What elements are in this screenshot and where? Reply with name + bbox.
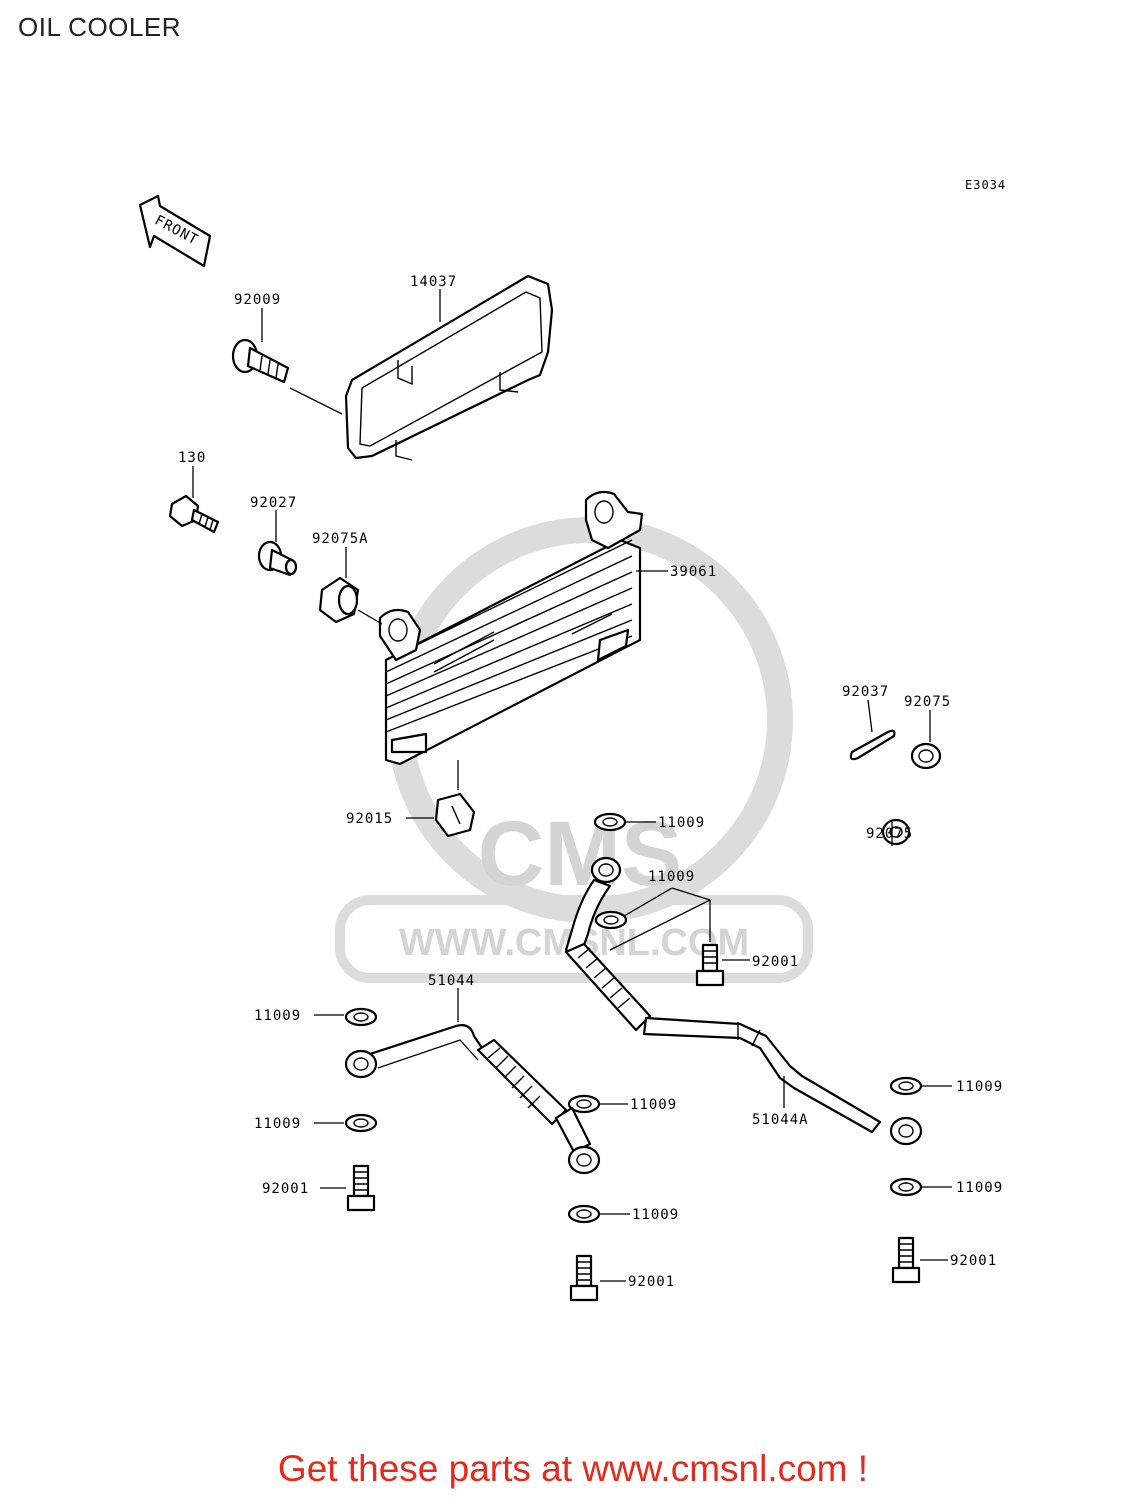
nut-part xyxy=(434,792,476,838)
part-label-130: 130 xyxy=(178,450,206,466)
bolt-part xyxy=(231,338,290,384)
part-label-92027: 92027 xyxy=(250,495,297,511)
diagram-code: E3034 xyxy=(965,178,1007,192)
part-label-11009-e: 11009 xyxy=(630,1097,677,1113)
oil-hose-part xyxy=(344,1024,601,1175)
part-label-92075A: 92075A xyxy=(312,531,369,547)
grommet-upper-part xyxy=(910,742,942,770)
oil-cooler-part xyxy=(378,490,644,766)
watermark-logo: CMS xyxy=(478,803,682,905)
part-label-11009-h: 11009 xyxy=(956,1180,1003,1196)
page-title: OIL COOLER xyxy=(18,12,181,42)
part-label-92001-d: 92001 xyxy=(950,1253,997,1269)
part-label-51044: 51044 xyxy=(428,973,475,989)
part-labels: 14037 92009 130 92027 92075A 39061 92037… xyxy=(178,274,1003,1290)
cover-bracket-part xyxy=(344,274,554,461)
grommet-lower-part xyxy=(881,818,911,846)
part-label-11009-g: 11009 xyxy=(632,1207,679,1223)
grommet-part xyxy=(318,576,360,624)
part-label-14037: 14037 xyxy=(410,274,457,290)
flange-bolt-part xyxy=(168,494,220,534)
part-label-92015: 92015 xyxy=(346,811,393,827)
banjo-bolts xyxy=(346,943,921,1302)
part-label-92075-upper: 92075 xyxy=(904,694,951,710)
gasket-washers xyxy=(344,812,923,1224)
part-label-11009-f: 11009 xyxy=(956,1079,1003,1095)
part-label-39061: 39061 xyxy=(670,564,717,580)
part-label-11009-d: 11009 xyxy=(254,1116,301,1132)
collar-part xyxy=(257,540,298,577)
part-label-51044A: 51044A xyxy=(752,1112,809,1128)
part-label-92075-lower: 92075 xyxy=(866,826,913,842)
part-label-92009: 92009 xyxy=(234,292,281,308)
oil-hose-a-part xyxy=(564,856,923,1146)
front-arrow-icon: FRONT xyxy=(138,194,212,268)
footer-link[interactable]: Get these parts at www.cmsnl.com ! xyxy=(277,1448,869,1489)
clamp-part xyxy=(849,729,896,761)
part-label-92001-c: 92001 xyxy=(628,1274,675,1290)
part-label-92001-b: 92001 xyxy=(262,1181,309,1197)
part-label-92001-a: 92001 xyxy=(752,954,799,970)
part-label-11009-a: 11009 xyxy=(658,815,705,831)
part-label-11009-b: 11009 xyxy=(648,869,695,885)
leader-lines xyxy=(192,289,952,1282)
part-label-92037: 92037 xyxy=(842,684,889,700)
part-label-11009-c: 11009 xyxy=(254,1008,301,1024)
